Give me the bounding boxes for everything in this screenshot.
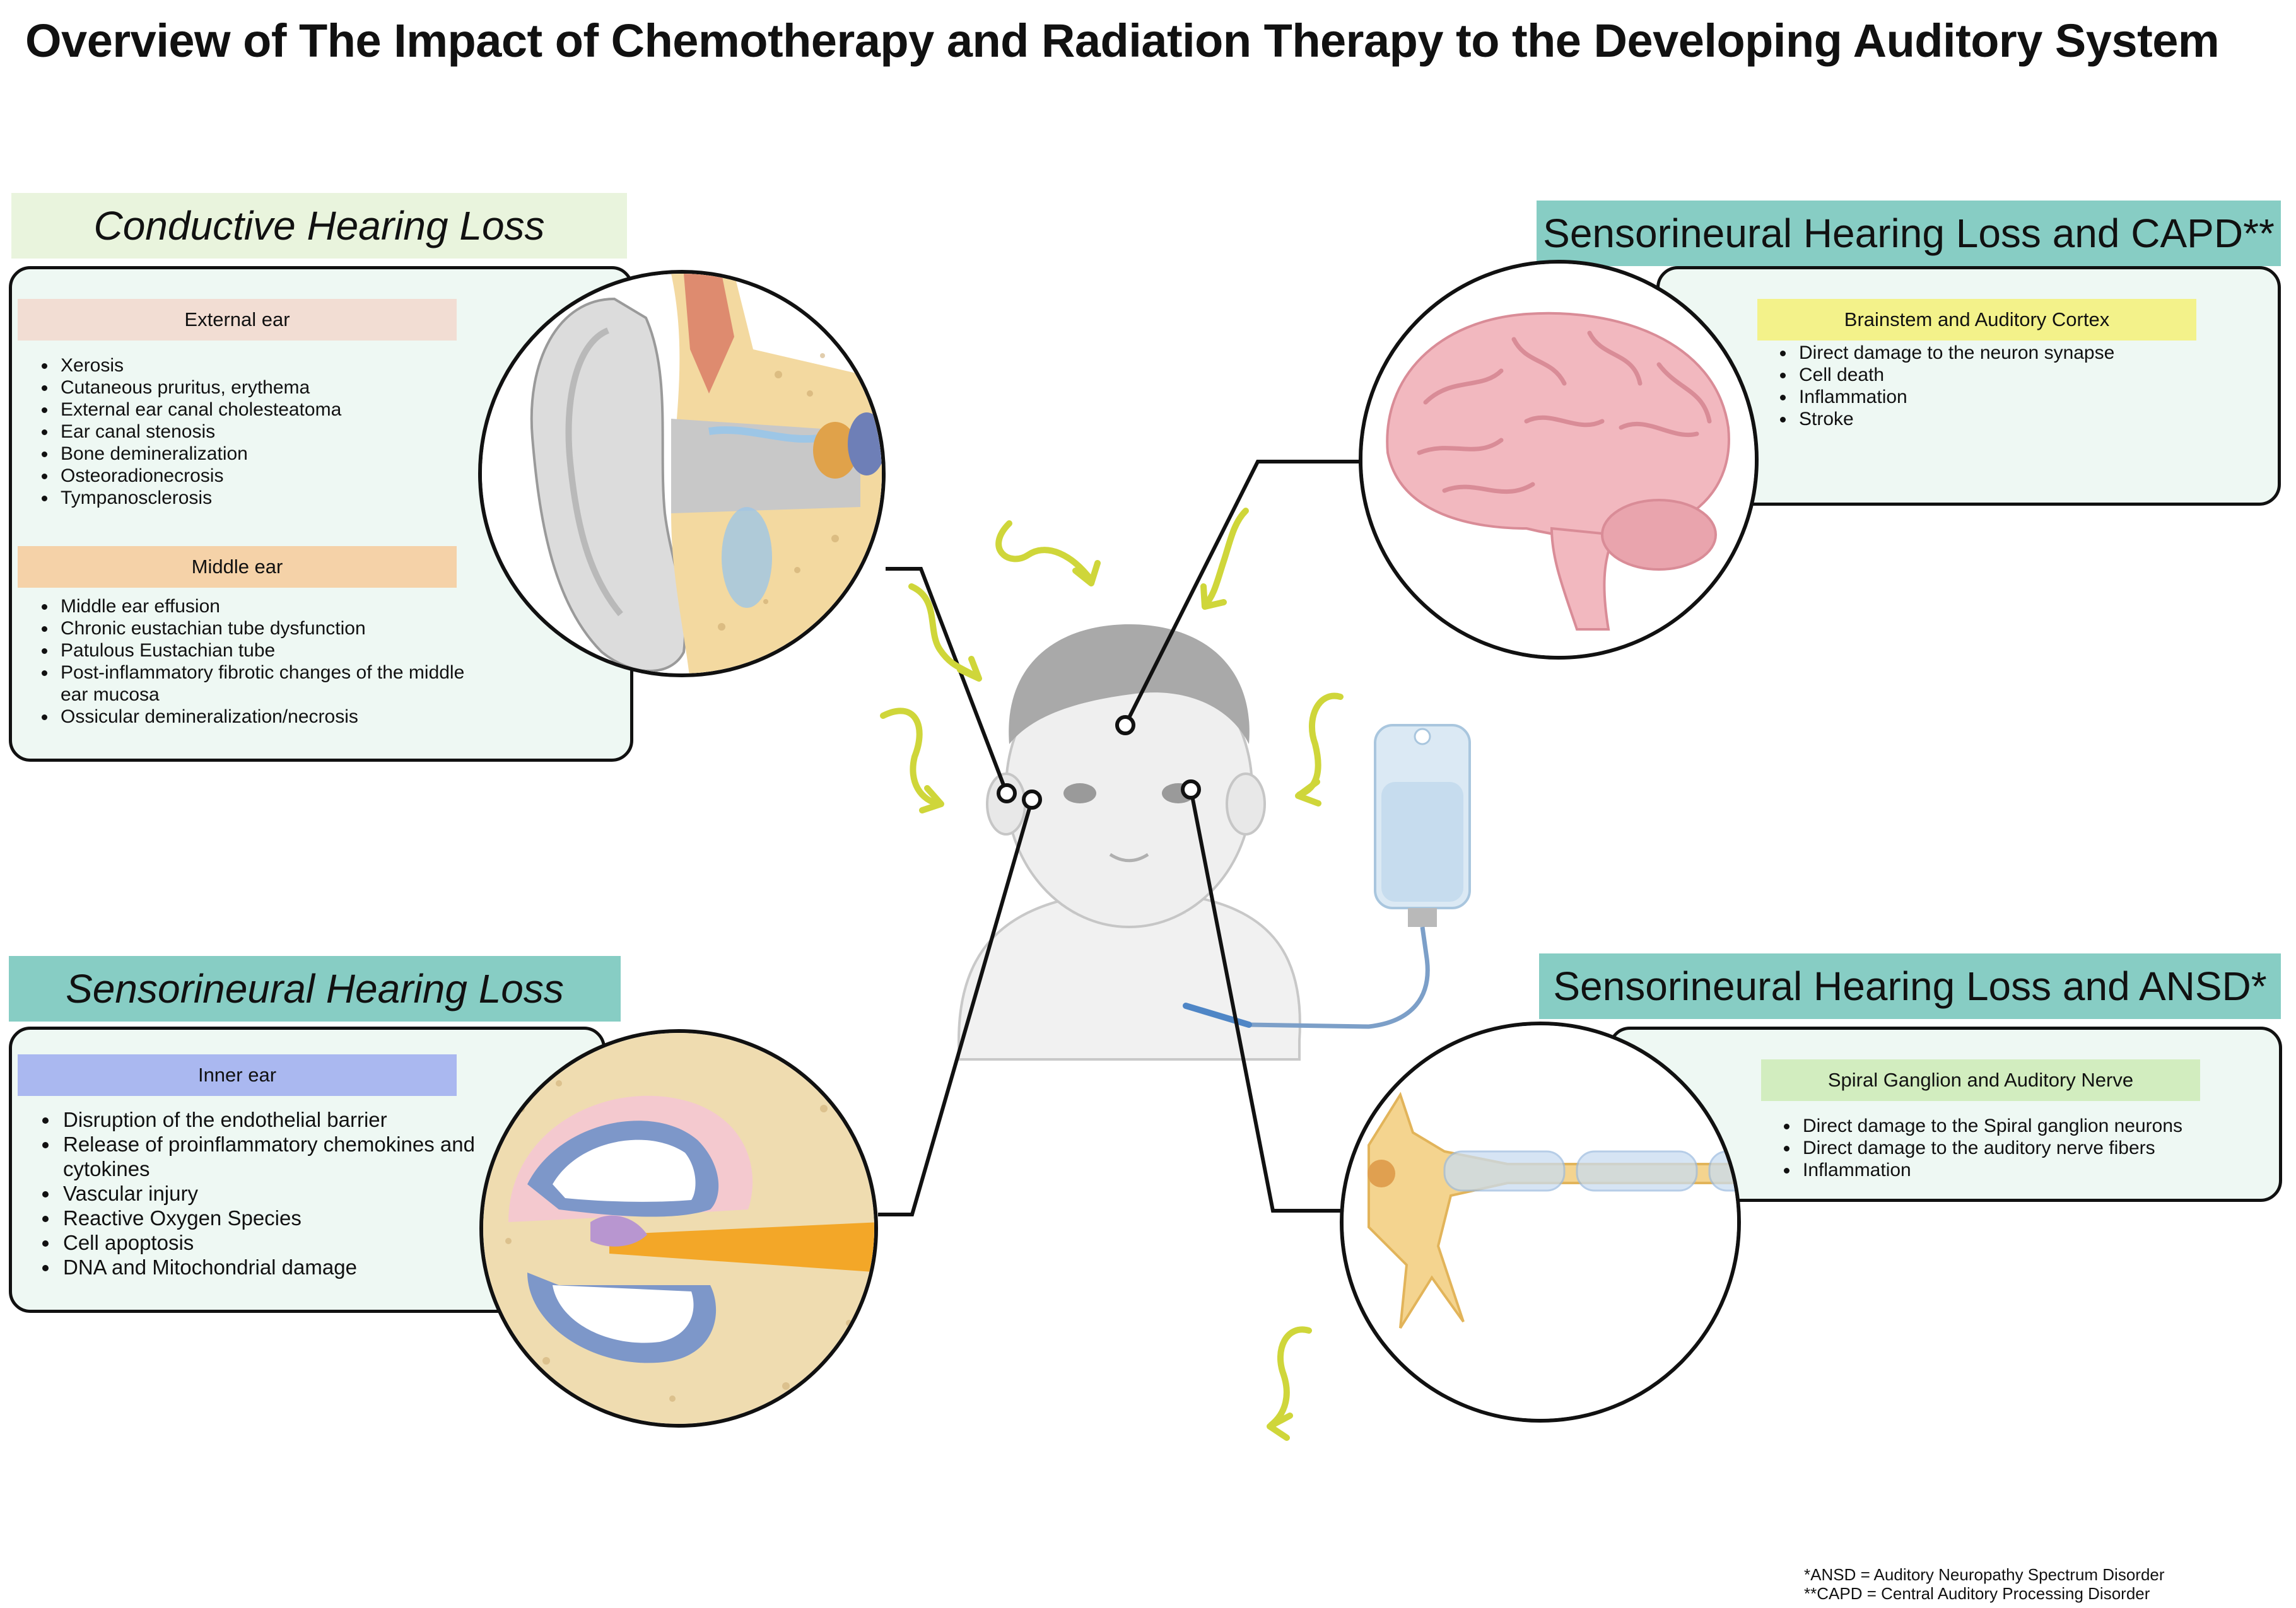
connector-dots: [997, 715, 1201, 810]
list-item: Vascular injury: [59, 1181, 513, 1206]
list-item: DNA and Mitochondrial damage: [59, 1255, 513, 1279]
list-item: Osteoradionecrosis: [57, 465, 498, 487]
brainstem-list: Direct damage to the neuron synapse Cell…: [1769, 342, 2249, 430]
list-item: Inflammation: [1795, 386, 2249, 408]
brainstem-label: Brainstem and Auditory Cortex: [1757, 299, 2196, 341]
list-item: Chronic eustachian tube dysfunction: [57, 617, 473, 639]
list-item: Release of proinflammatory chemokines an…: [59, 1132, 513, 1181]
child-figure: [958, 624, 1301, 1061]
list-item: Tympanosclerosis: [57, 487, 498, 509]
footnote-capd: **CAPD = Central Auditory Processing Dis…: [1804, 1584, 2150, 1603]
list-item: Middle ear effusion: [57, 595, 473, 617]
cochlea-illustration: [479, 1029, 878, 1428]
radiation-arrows: [880, 508, 1344, 1441]
inner-ear-label: Inner ear: [18, 1054, 457, 1096]
list-item: Ossicular demineralization/necrosis: [57, 706, 473, 728]
external-ear-list: Xerosis Cutaneous pruritus, erythema Ext…: [30, 354, 498, 509]
iv-bag: [1183, 724, 1471, 1029]
external-ear-label: External ear: [18, 299, 457, 341]
middle-ear-label: Middle ear: [18, 546, 457, 588]
neuron-illustration: [1340, 1022, 1741, 1423]
list-item: Direct damage to the neuron synapse: [1795, 342, 2249, 364]
list-item: Stroke: [1795, 408, 2249, 430]
list-item: Cell death: [1795, 364, 2249, 386]
list-item: Direct damage to the auditory nerve fibe…: [1799, 1137, 2253, 1159]
list-item: Post-inflammatory fibrotic changes of th…: [57, 661, 473, 706]
list-item: External ear canal cholesteatoma: [57, 399, 498, 421]
list-item: Inflammation: [1799, 1159, 2253, 1181]
inner-ear-list: Disruption of the endothelial barrier Re…: [33, 1107, 513, 1279]
page-title: Overview of The Impact of Chemotherapy a…: [25, 15, 2220, 67]
list-item: Patulous Eustachian tube: [57, 639, 473, 661]
list-item: Cell apoptosis: [59, 1230, 513, 1255]
footnotes: *ANSD = Auditory Neuropathy Spectrum Dis…: [1804, 1565, 2165, 1603]
connector-lines: [878, 460, 1360, 1216]
list-item: Disruption of the endothelial barrier: [59, 1107, 513, 1132]
capd-header: Sensorineural Hearing Loss and CAPD**: [1537, 201, 2281, 266]
brain-illustration: [1359, 260, 1759, 660]
list-item: Reactive Oxygen Species: [59, 1206, 513, 1230]
list-item: Xerosis: [57, 354, 498, 376]
external-middle-ear-illustration: [478, 270, 886, 677]
list-item: Ear canal stenosis: [57, 421, 498, 443]
list-item: Cutaneous pruritus, erythema: [57, 376, 498, 399]
footnote-ansd: *ANSD = Auditory Neuropathy Spectrum Dis…: [1804, 1565, 2165, 1584]
ansd-header: Sensorineural Hearing Loss and ANSD*: [1539, 953, 2281, 1019]
conductive-header: Conductive Hearing Loss: [11, 193, 627, 259]
ganglion-list: Direct damage to the Spiral ganglion neu…: [1772, 1115, 2253, 1181]
list-item: Direct damage to the Spiral ganglion neu…: [1799, 1115, 2253, 1137]
sensorineural-header: Sensorineural Hearing Loss: [9, 956, 621, 1022]
ganglion-label: Spiral Ganglion and Auditory Nerve: [1761, 1059, 2200, 1101]
middle-ear-list: Middle ear effusion Chronic eustachian t…: [30, 595, 473, 728]
list-item: Bone demineralization: [57, 443, 498, 465]
